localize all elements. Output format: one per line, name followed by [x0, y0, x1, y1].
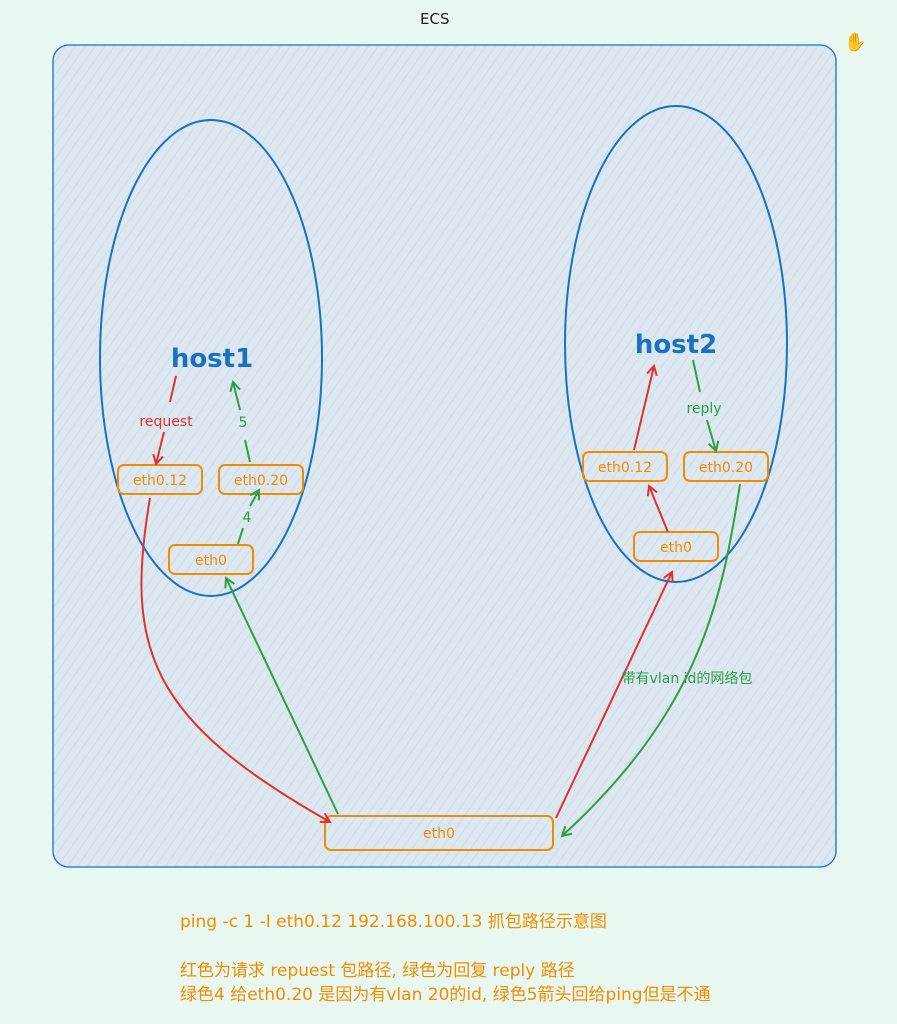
host1-eth0-label: eth0: [195, 553, 227, 569]
request-label: request: [139, 414, 193, 430]
hand-icon[interactable]: ✋: [844, 32, 867, 53]
arrow-host1-eth0-to-eth020: [237, 490, 259, 545]
host2-eth020-label: eth0.20: [699, 460, 753, 476]
caption-line2: 红色为请求 repuest 包路径, 绿色为回复 reply 路径: [180, 961, 575, 981]
host2-eth0-label: eth0: [660, 540, 692, 556]
host2-label: host2: [635, 330, 717, 360]
ecs-frame: [52, 44, 837, 868]
host1-eth020-label: eth0.20: [234, 473, 288, 489]
caption-line3: 绿色4 给eth0.20 是因为有vlan 20的id, 绿色5箭头回给ping…: [180, 985, 711, 1005]
ecs-eth0-box: eth0: [324, 815, 554, 851]
host2-eth0-box: eth0: [633, 531, 719, 562]
host1-eth0-box: eth0: [168, 544, 254, 575]
host1-ellipse: [99, 119, 323, 597]
arrow-ecs-eth0-to-host1-eth0: [226, 578, 339, 815]
host2-eth012-label: eth0.12: [598, 460, 652, 476]
arrow-host1-to-eth012: [156, 375, 177, 464]
step5-label: 5: [239, 415, 248, 431]
arrow-eth012-to-ecs-eth0: [140, 497, 330, 822]
arrow-eth020-to-host1: [233, 382, 251, 463]
arrow-host2-eth012-to-host2: [633, 366, 654, 451]
arrow-ecs-eth0-to-host2-eth0: [555, 572, 672, 819]
host2-eth012-box: eth0.12: [582, 451, 668, 482]
arrow-eth020-to-ecs-eth0: [562, 483, 741, 836]
arrow-host2-eth0-to-eth012: [649, 486, 669, 533]
host1-label: host1: [171, 344, 253, 374]
ecs-eth0-label: eth0: [423, 826, 455, 842]
ecs-title: ECS: [420, 10, 450, 28]
caption-line1: ping -c 1 -I eth0.12 192.168.100.13 抓包路径…: [180, 912, 607, 932]
vlan-packet-label: 带有vlan id的网络包: [622, 671, 753, 687]
host1-eth012-label: eth0.12: [133, 473, 187, 489]
arrow-host2-to-eth020: [692, 359, 716, 451]
reply-label: reply: [686, 401, 721, 417]
host2-ellipse: [564, 105, 788, 583]
step4-label: 4: [243, 510, 252, 526]
